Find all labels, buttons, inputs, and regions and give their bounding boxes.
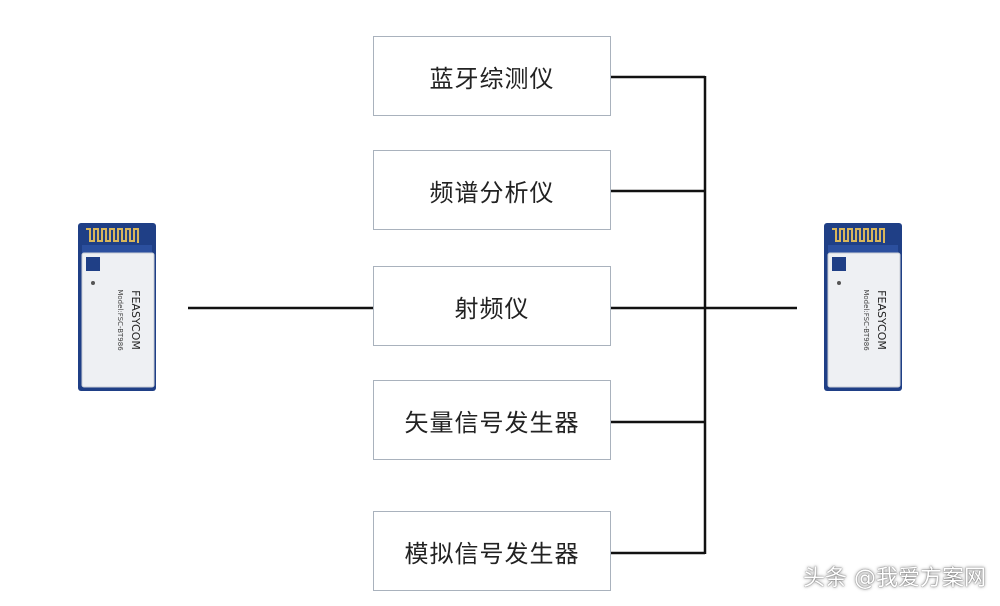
instrument-box-spectrum-analyzer: 频谱分析仪 — [373, 150, 611, 230]
module-brand-text: FEASYCOM — [129, 290, 142, 350]
module-brand-text: FEASYCOM — [875, 290, 888, 350]
module-model-text: Model:FSC-BT986 — [116, 289, 124, 351]
instrument-box-analog-signal-generator: 模拟信号发生器 — [373, 511, 611, 591]
instrument-box-bluetooth-tester: 蓝牙综测仪 — [373, 36, 611, 116]
instrument-box-vector-signal-generator: 矢量信号发生器 — [373, 380, 611, 460]
bluetooth-module-icon: FEASYCOM Model:FSC-BT986 — [824, 223, 902, 391]
module-model-text: Model:FSC-BT986 — [862, 289, 870, 351]
bluetooth-module-left: FEASYCOM Model:FSC-BT986 — [78, 223, 156, 391]
instrument-label: 矢量信号发生器 — [404, 408, 580, 437]
bluetooth-module-right: FEASYCOM Model:FSC-BT986 — [824, 223, 902, 391]
instrument-label: 射频仪 — [454, 294, 530, 323]
instrument-label: 频谱分析仪 — [429, 178, 555, 207]
instrument-label: 蓝牙综测仪 — [429, 64, 555, 93]
instrument-label: 模拟信号发生器 — [404, 539, 580, 568]
watermark: 头条 @我爱方案网 — [803, 566, 986, 591]
bluetooth-module-icon: FEASYCOM Model:FSC-BT986 — [78, 223, 156, 391]
instrument-box-rf-meter: 射频仪 — [373, 266, 611, 346]
